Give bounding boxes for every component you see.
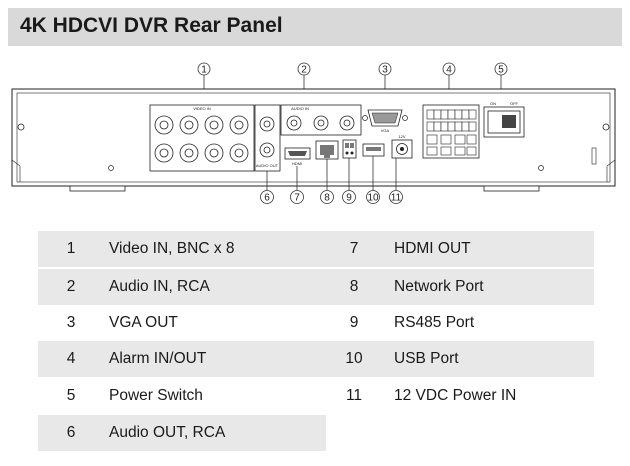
power-dc-label: 12V — [398, 134, 405, 139]
callout-number-11: 11 — [391, 193, 402, 204]
callout-number-2: 2 — [301, 65, 307, 76]
legend-row: 5 Power Switch 11 12 VDC Power IN — [38, 378, 594, 414]
legend-number: 4 — [38, 341, 104, 377]
legend-label: HDMI OUT — [382, 231, 594, 267]
audio-out-label: AUDIO OUT — [256, 163, 279, 168]
rs485-port — [342, 139, 357, 159]
callout-circle-10 — [366, 190, 380, 204]
legend-number: 9 — [349, 314, 359, 331]
legend-number: 5 — [66, 387, 76, 404]
callout-number-6: 6 — [264, 193, 270, 204]
callout-circle-2 — [297, 62, 311, 76]
legend-label: 12 VDC Power IN — [394, 387, 517, 404]
hdmi-port: HDMI — [284, 147, 311, 166]
callout-number-10: 10 — [367, 193, 379, 204]
switch-off-label: OFF — [510, 101, 519, 106]
callout-circle-11 — [389, 190, 403, 204]
title-bar: 4K HDCVI DVR Rear Panel — [8, 8, 622, 46]
legend-label: RS485 Port — [394, 314, 475, 331]
video-in-label: VIDEO IN — [193, 106, 211, 111]
legend-row: 3 VGA OUT 9 RS485 Port — [38, 305, 594, 341]
legend-number — [326, 415, 382, 451]
legend-row: 6 Audio OUT, RCA — [38, 415, 594, 451]
callout-circle-6 — [260, 190, 274, 204]
callout-number-9: 9 — [346, 193, 352, 204]
callout-number-4: 4 — [446, 65, 452, 76]
callout-number-5: 5 — [498, 65, 504, 76]
hdmi-label: HDMI — [292, 161, 302, 166]
audio-out-block: AUDIO OUT — [254, 104, 281, 172]
legend-number: 11 — [345, 387, 363, 404]
audio-in-block: AUDIO IN — [280, 104, 362, 136]
bottom-callouts: 6 7 8 9 10 11 — [260, 190, 403, 204]
page-title: 4K HDCVI DVR Rear Panel — [20, 14, 283, 37]
legend-number: 6 — [38, 415, 104, 451]
callout-circle-3 — [378, 62, 392, 76]
legend-row: 2 Audio IN, RCA 8 Network Port — [38, 269, 594, 305]
chassis — [11, 88, 616, 192]
alarm-block — [422, 104, 480, 159]
legend-label — [382, 415, 594, 451]
rear-panel-drawing: 1 2 3 4 5 VIDEO IN — [11, 62, 616, 204]
legend-label: Power Switch — [109, 387, 203, 404]
rear-panel-diagram: 1 2 3 4 5 VIDEO IN — [0, 52, 630, 222]
callout-circle-8 — [320, 190, 334, 204]
usb-port — [362, 143, 385, 157]
legend-label: USB Port — [382, 341, 594, 377]
legend-label: Network Port — [382, 269, 594, 305]
legend-number: 1 — [38, 231, 104, 267]
legend-label: Alarm IN/OUT — [104, 341, 326, 377]
legend-label: VGA OUT — [109, 314, 178, 331]
network-port — [315, 140, 339, 160]
switch-on-label: ON — [490, 101, 496, 106]
callout-number-7: 7 — [294, 193, 300, 204]
top-callouts: 1 2 3 4 5 — [197, 62, 508, 76]
callout-circle-9 — [342, 190, 356, 204]
legend-number: 10 — [326, 341, 382, 377]
legend-number: 3 — [66, 314, 76, 331]
legend-number: 7 — [326, 231, 382, 267]
vga-port: VGA — [362, 109, 408, 133]
callout-circle-1 — [197, 62, 211, 76]
video-in-block: VIDEO IN — [149, 104, 255, 172]
audio-in-label: AUDIO IN — [291, 106, 309, 111]
legend-number: 2 — [38, 269, 104, 305]
callout-number-8: 8 — [324, 193, 330, 204]
legend-row: 4 Alarm IN/OUT 10 USB Port — [38, 341, 594, 377]
vga-label: VGA — [381, 128, 390, 133]
callout-circle-5 — [494, 62, 508, 76]
legend-label: Audio OUT, RCA — [104, 415, 326, 451]
legend-row: 1 Video IN, BNC x 8 7 HDMI OUT — [38, 231, 594, 267]
callout-number-1: 1 — [201, 65, 207, 76]
legend-label: Video IN, BNC x 8 — [104, 231, 326, 267]
callout-number-3: 3 — [382, 65, 388, 76]
power-dc-port: 12V — [391, 134, 413, 159]
legend-number: 8 — [326, 269, 382, 305]
legend-label: Audio IN, RCA — [104, 269, 326, 305]
callout-circle-7 — [290, 190, 304, 204]
bottom-leader-lines — [266, 156, 397, 190]
power-switch: ON OFF — [483, 101, 525, 138]
callout-circle-4 — [442, 62, 456, 76]
